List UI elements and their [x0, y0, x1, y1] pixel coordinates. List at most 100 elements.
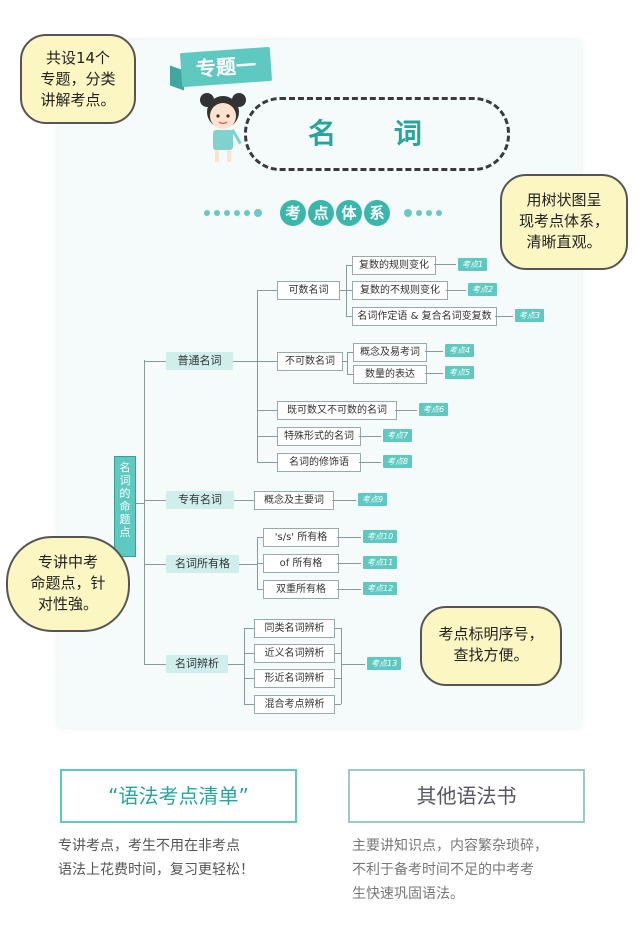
dot — [204, 210, 210, 216]
node-plural-regular: 复数的规则变化 — [352, 256, 436, 275]
connector — [257, 589, 263, 590]
branch-common-noun: 普通名词 — [166, 352, 233, 370]
girl-illustration — [200, 93, 246, 162]
other-books-label: 其他语法书 — [348, 769, 585, 823]
node-s-possessive: 's/s' 所有格 — [263, 528, 339, 547]
this-book-label: “语法考点清单” — [60, 769, 297, 823]
desc-line: 生快速巩固语法。 — [352, 886, 464, 902]
bubble-line: 考点标明序号， — [438, 625, 544, 643]
arrow — [395, 410, 417, 411]
connector — [244, 653, 254, 654]
kaodian-tag: 考点3 — [515, 309, 545, 322]
bubble-line: 专题，分类 — [40, 70, 116, 88]
bubble-line: 用树状图呈 — [526, 191, 602, 209]
node-modifier: 名词的修饰语 — [277, 453, 361, 472]
node-same-category: 同类名词辨析 — [254, 619, 335, 638]
connector — [244, 628, 245, 704]
bubble-tree: 用树状图呈 现考点体系， 清晰直观。 — [500, 174, 628, 270]
connector — [347, 374, 353, 375]
bubble-index: 考点标明序号， 查找方便。 — [420, 606, 562, 686]
node-countable: 可数名词 — [277, 281, 340, 300]
connector — [144, 664, 166, 665]
node-of-possessive: of 所有格 — [263, 554, 339, 573]
kaodian-tag: 考点13 — [367, 657, 402, 670]
kaodian-tag: 考点8 — [383, 455, 413, 468]
connector — [257, 563, 263, 564]
branch-noun-analysis: 名词辨析 — [166, 655, 228, 673]
arrow — [359, 462, 381, 463]
dot — [234, 210, 240, 216]
node-attributive-compound: 名词作定语 & 复合名词变复数 — [352, 307, 497, 326]
arrow — [434, 264, 456, 265]
dot — [416, 210, 422, 216]
connector — [244, 628, 254, 629]
connector — [333, 704, 341, 705]
node-mixed: 混合考点辨析 — [254, 695, 335, 714]
kaodian-tag: 考点6 — [419, 403, 449, 416]
connector — [341, 361, 347, 362]
node-proper-concept: 概念及主要词 — [254, 491, 334, 510]
connector — [234, 500, 254, 501]
kaodian-tag: 考点2 — [468, 283, 498, 296]
arrow — [337, 589, 361, 590]
dot — [214, 210, 220, 216]
arrow — [332, 500, 356, 501]
desc-line: 不利于备考时间不足的中考考 — [352, 862, 534, 878]
heading-char: 系 — [364, 200, 390, 226]
tree-root: 名词的命题点 — [114, 456, 136, 557]
desc-line: 语法上花费时间，复习更轻松！ — [58, 862, 254, 878]
connector — [144, 500, 166, 501]
bubble-line: 专讲中考 — [37, 553, 98, 571]
dot — [436, 210, 442, 216]
bubble-focus: 专讲中考 命题点，针 对性強。 — [6, 536, 130, 632]
connector — [347, 352, 353, 353]
node-concept-easy: 概念及易考词 — [353, 343, 427, 362]
node-plural-irregular: 复数的不规则变化 — [352, 281, 448, 300]
connector — [233, 361, 257, 362]
connector — [257, 290, 277, 291]
other-books-description: 主要讲知识点，内容繁杂琐碎， 不利于备考时间不足的中考考 生快速巩固语法。 — [352, 834, 602, 906]
dot — [426, 210, 432, 216]
connector — [257, 462, 277, 463]
connector — [144, 564, 166, 565]
dot — [244, 210, 250, 216]
connector — [239, 564, 257, 565]
dot — [254, 209, 262, 217]
bubble-line: 现考点体系， — [518, 212, 609, 230]
desc-line: 主要讲知识点，内容繁杂琐碎， — [352, 838, 548, 854]
kaodian-tag: 考点1 — [458, 258, 488, 271]
arrow — [495, 316, 513, 317]
bubble-line: 共设14个 — [45, 49, 111, 67]
desc-line: 专讲考点，考生不用在非考点 — [58, 838, 240, 854]
connector — [346, 265, 352, 266]
branch-possessive: 名词所有格 — [166, 555, 239, 573]
connector — [333, 653, 341, 654]
kaodian-heading: 考 点 体 系 — [200, 200, 442, 226]
node-similar-shape: 形近名词辨析 — [254, 669, 335, 688]
connector — [244, 704, 254, 705]
node-double-possessive: 双重所有格 — [263, 580, 339, 599]
arrow — [337, 563, 361, 564]
dot — [404, 209, 412, 217]
heading-char: 考 — [280, 200, 306, 226]
connector — [257, 410, 277, 411]
connector — [338, 290, 346, 291]
branch-proper-noun: 专有名词 — [166, 491, 234, 509]
connector — [341, 628, 342, 704]
kaodian-tag: 考点10 — [363, 530, 398, 543]
page-title: 名 词 — [308, 117, 446, 150]
node-both: 既可数又不可数的名词 — [277, 401, 397, 420]
connector — [257, 537, 263, 538]
node-synonym: 近义名词辨析 — [254, 644, 335, 663]
bubble-line: 命题点，针 — [30, 574, 106, 592]
heading-char: 体 — [336, 200, 362, 226]
connector — [144, 360, 145, 665]
connector — [257, 436, 277, 437]
arrow — [425, 373, 443, 374]
connector — [346, 316, 352, 317]
title-frame — [244, 97, 510, 171]
connector — [244, 678, 254, 679]
connector — [346, 290, 352, 291]
dot — [224, 210, 230, 216]
connector — [347, 352, 348, 374]
